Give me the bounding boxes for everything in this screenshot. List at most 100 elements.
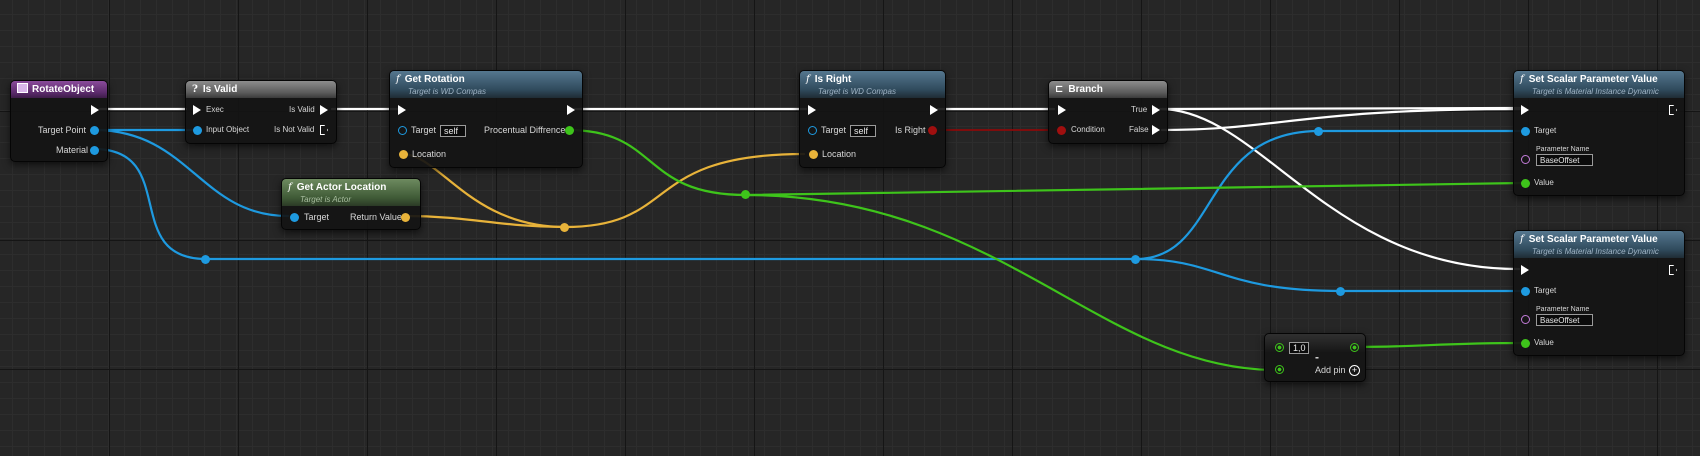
pin-label: Material [56, 145, 89, 155]
exec-input-pin[interactable] [1521, 265, 1529, 275]
target-self-field[interactable]: self [440, 125, 466, 137]
true-exec-output-pin[interactable] [1152, 105, 1160, 115]
procentual-diffrence-output-pin[interactable] [565, 126, 574, 135]
node-title: Branch [1068, 84, 1103, 95]
exec-input-pin[interactable] [808, 105, 816, 115]
target-input-pin[interactable] [398, 126, 407, 135]
value-input-pin[interactable] [1521, 339, 1530, 348]
pin-label: Target [821, 125, 847, 135]
object-wire [1134, 257, 1526, 293]
is-right-output-pin[interactable] [928, 126, 937, 135]
node-header: f Set Scalar Parameter Value Target is Ma… [1514, 231, 1684, 258]
target-input-pin[interactable] [290, 213, 299, 222]
pin-label: Target Point [38, 125, 87, 135]
is-valid-node[interactable]: ?Is Valid Exec Is Valid Input Object Is … [185, 80, 337, 144]
pin-label: False [1129, 125, 1149, 134]
node-header: ?Is Valid [186, 81, 336, 98]
target-self-field[interactable]: self [850, 125, 876, 137]
object-wire [92, 128, 290, 218]
exec-output-pin[interactable] [1669, 265, 1677, 275]
is-not-valid-exec-output-pin[interactable] [320, 125, 328, 135]
reroute-node[interactable] [1314, 127, 1323, 136]
reroute-node[interactable] [1336, 287, 1345, 296]
node-title: RotateObject [32, 84, 95, 95]
exec-input-pin[interactable] [398, 105, 406, 115]
value-input-pin[interactable] [1521, 179, 1530, 188]
add-pin-label: Add pin [1315, 365, 1346, 375]
pin-label: Input Object [206, 125, 250, 134]
exec-wire [1160, 106, 1522, 111]
node-title: Get Rotation [404, 74, 465, 85]
exec-output-pin[interactable] [930, 105, 938, 115]
reroute-node[interactable] [560, 223, 569, 232]
event-icon [17, 83, 28, 93]
a-input-pin[interactable] [1275, 343, 1284, 352]
reroute-node[interactable] [1131, 255, 1140, 264]
subtract-operator: - [1315, 350, 1319, 364]
exec-wire [1158, 107, 1521, 271]
function-icon: f [1520, 234, 1524, 245]
node-title: Is Right [814, 74, 852, 85]
b-input-pin[interactable] [1275, 365, 1284, 374]
exec-output-pin[interactable] [1669, 105, 1677, 115]
reroute-node[interactable] [201, 255, 210, 264]
is-valid-exec-output-pin[interactable] [320, 105, 328, 115]
node-subtitle: Target is Material Instance Dynamic [1532, 87, 1659, 96]
pin-label: Location [412, 149, 447, 159]
pin-label: Target [1534, 286, 1557, 295]
branch-node[interactable]: ⊏Branch True Condition False [1048, 80, 1168, 144]
pin-label: Is Valid [289, 105, 315, 114]
pin-label: Is Not Valid [274, 125, 315, 134]
node-subtitle: Target is WD Compas [408, 87, 486, 96]
false-exec-output-pin[interactable] [1152, 125, 1160, 135]
target-input-pin[interactable] [1521, 127, 1530, 136]
pin-label: Procentual Diffrence [484, 125, 566, 135]
node-subtitle: Target is Material Instance Dynamic [1532, 247, 1659, 256]
exec-input-pin[interactable] [193, 105, 201, 115]
node-title: Set Scalar Parameter Value [1528, 234, 1658, 245]
function-icon: f [1520, 74, 1524, 85]
function-icon: f [288, 182, 292, 193]
material-output-pin[interactable] [90, 146, 99, 155]
function-icon: f [396, 74, 400, 85]
set-scalar-parameter-node-1[interactable]: f Set Scalar Parameter Value Target is Ma… [1513, 70, 1685, 196]
add-pin-icon[interactable]: + [1349, 365, 1360, 376]
target-input-pin[interactable] [808, 126, 817, 135]
rotate-object-event-node[interactable]: RotateObject Target Point Material [10, 80, 108, 162]
parameter-name-input-pin[interactable] [1521, 155, 1530, 164]
pin-label: Parameter Name [1536, 146, 1590, 153]
pin-label: Target [1534, 126, 1557, 135]
exec-output-pin[interactable] [567, 105, 575, 115]
condition-input-pin[interactable] [1057, 126, 1066, 135]
target-point-output-pin[interactable] [90, 126, 99, 135]
return-value-output-pin[interactable] [401, 213, 410, 222]
exec-input-pin[interactable] [1521, 105, 1529, 115]
exec-input-pin[interactable] [1058, 105, 1066, 115]
float-wire [744, 181, 1524, 197]
pin-label: Condition [1071, 125, 1105, 134]
location-input-pin[interactable] [399, 150, 408, 159]
set-scalar-parameter-node-2[interactable]: f Set Scalar Parameter Value Target is Ma… [1513, 230, 1685, 356]
pin-label: Value [1534, 338, 1554, 347]
parameter-name-field[interactable]: BaseOffset [1536, 314, 1593, 326]
reroute-node[interactable] [741, 190, 750, 199]
node-subtitle: Target is Actor [300, 195, 351, 204]
pin-label: Parameter Name [1536, 306, 1590, 313]
subtract-node[interactable]: 1,0 - Add pin + [1264, 333, 1366, 382]
exec-output-pin[interactable] [91, 105, 99, 115]
target-input-pin[interactable] [1521, 287, 1530, 296]
parameter-name-field[interactable]: BaseOffset [1536, 154, 1593, 166]
parameter-name-input-pin[interactable] [1521, 315, 1530, 324]
exec-wire [1160, 107, 1522, 132]
node-title: Set Scalar Parameter Value [1528, 74, 1658, 85]
float-wire [566, 128, 748, 197]
a-value-field[interactable]: 1,0 [1289, 342, 1309, 354]
input-object-pin[interactable] [193, 126, 202, 135]
location-input-pin[interactable] [809, 150, 818, 159]
output-pin[interactable] [1350, 343, 1359, 352]
